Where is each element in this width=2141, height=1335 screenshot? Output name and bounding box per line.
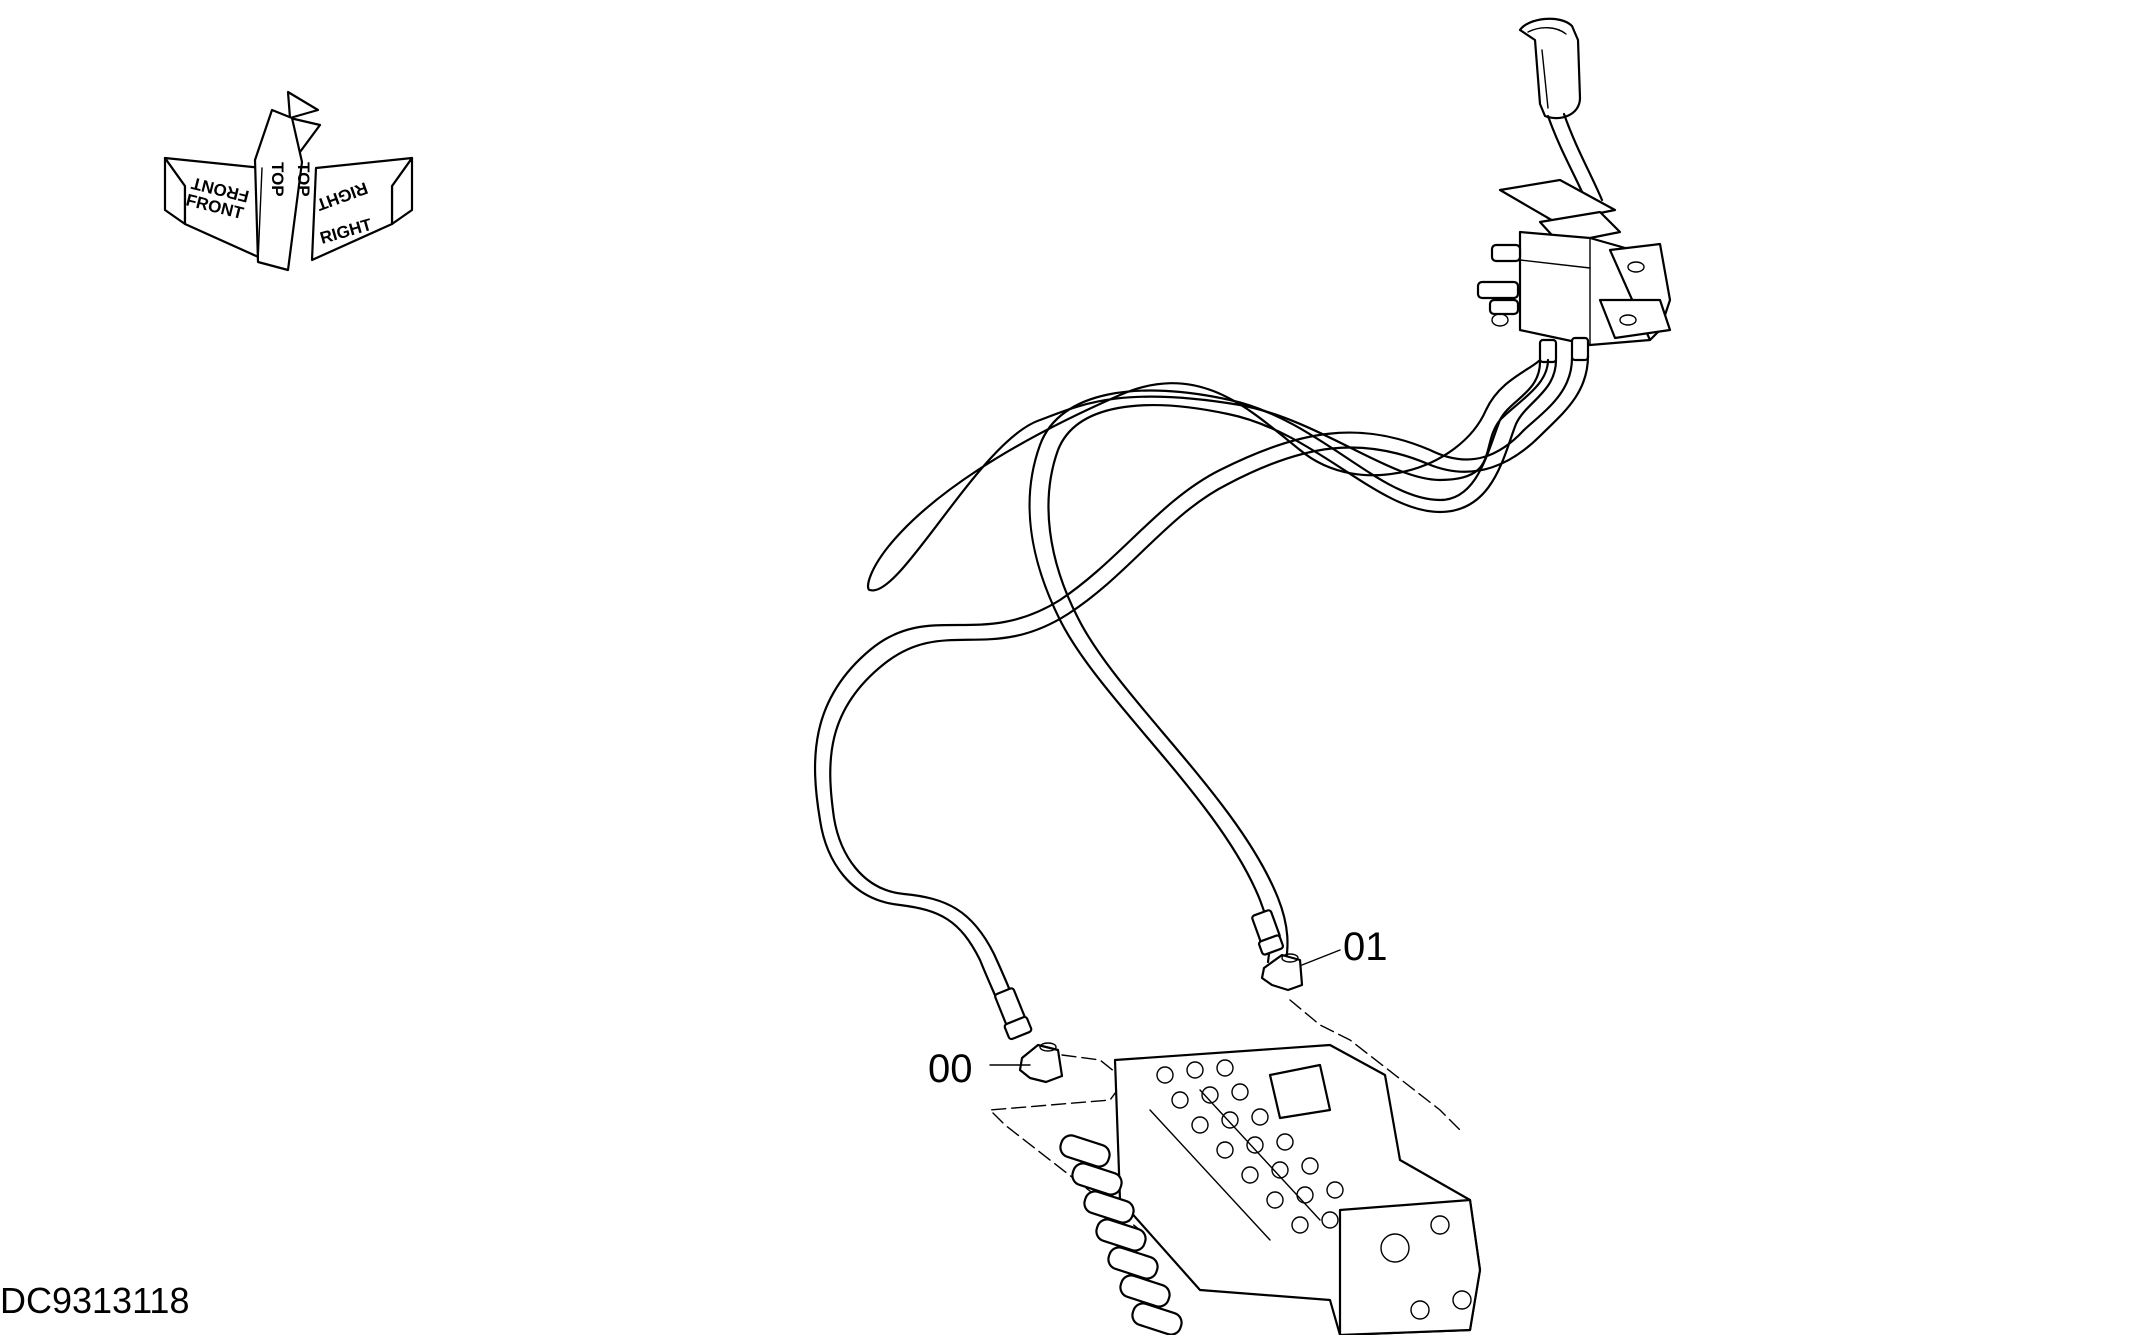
part-label-00: 00: [928, 1047, 973, 1091]
hose-bundle: [813, 354, 1590, 1022]
pilot-valve-joystick: [1476, 17, 1672, 364]
hose-a: [866, 358, 1550, 592]
top-label-mirrored: TOP: [294, 162, 313, 197]
leader-lines: [989, 949, 1461, 1231]
control-valve-block: [1059, 1043, 1482, 1335]
part-label-01: 01: [1343, 925, 1388, 969]
orientation-indicator: FRONT FRONT TOP TOP RIGHT RIGHT: [163, 90, 414, 272]
elbow-adapter-00: [1018, 1042, 1064, 1084]
hose-fitting-00: [994, 987, 1033, 1041]
hose-fitting-01: [1251, 909, 1284, 956]
valve-ports: [1156, 1059, 1472, 1320]
spool-caps: [1059, 1134, 1183, 1335]
top-label: TOP: [268, 162, 287, 197]
elbow-adapter-01: [1260, 953, 1304, 992]
drawing-code: DC9313118: [0, 1280, 190, 1321]
